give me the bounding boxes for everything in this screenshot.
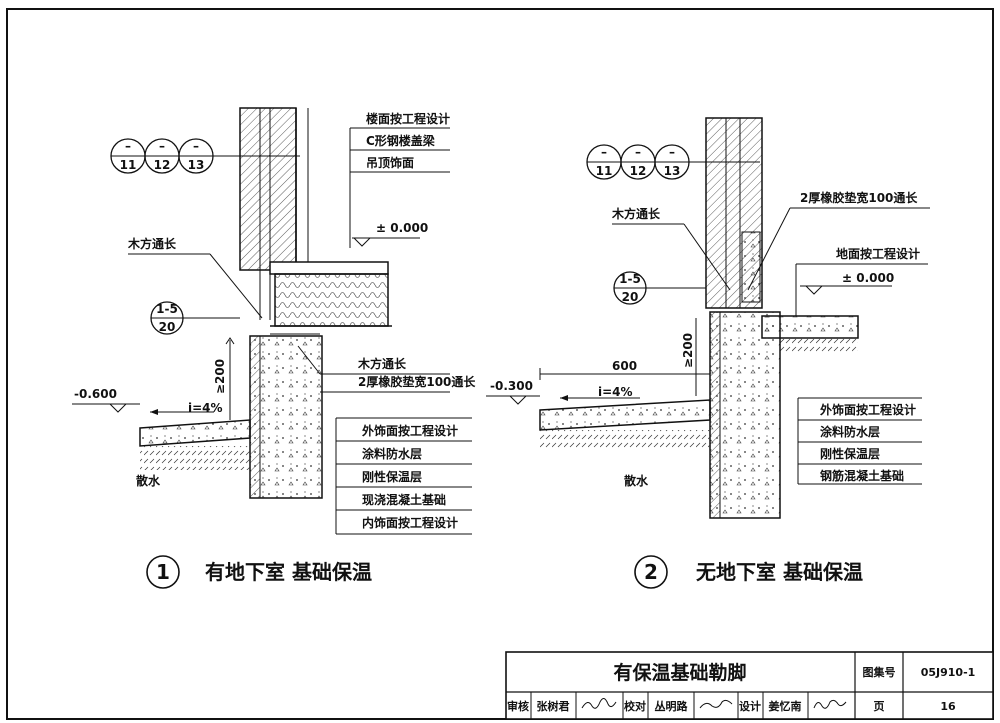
apron-2 bbox=[539, 399, 711, 431]
label-finish-int-1: 内饰面按工程设计 bbox=[362, 515, 458, 530]
label-joist-1: C形钢楼盖梁 bbox=[366, 133, 435, 148]
floor-slab-1 bbox=[269, 261, 389, 275]
label-rigid-insul-2: 刚性保温层 bbox=[820, 446, 880, 461]
sheet-border bbox=[6, 8, 994, 720]
review-label: 审核 bbox=[507, 699, 529, 713]
wall-upper-1 bbox=[239, 107, 297, 271]
detail-2: – – – 11 12 13 1-5 20 木方通长 2厚橡胶垫宽100通长 地… bbox=[486, 117, 930, 589]
detail-1-number: 1 bbox=[156, 560, 170, 584]
elevation-ground-1: -0.600 bbox=[74, 387, 117, 401]
detail-1: – – – 11 12 13 1-5 20 楼面按工程设计 C形钢楼盖梁 吊顶饰… bbox=[72, 107, 476, 589]
apron-label-1: 散水 bbox=[136, 473, 161, 488]
ref-1-dash-c: – bbox=[193, 139, 199, 153]
page-label: 页 bbox=[874, 700, 885, 713]
ref-2-b: 12 bbox=[630, 164, 647, 178]
label-rigid-insul-1: 刚性保温层 bbox=[362, 469, 422, 484]
label-finish-ext-2: 外饰面按工程设计 bbox=[820, 402, 916, 417]
slope-1: i=4% bbox=[188, 401, 223, 415]
dim-200-2: ≥200 bbox=[681, 333, 695, 368]
foundation-1 bbox=[249, 335, 323, 499]
label-rubber-1: 2厚橡胶垫宽100通长 bbox=[358, 374, 476, 389]
design-label: 设计 bbox=[739, 699, 761, 713]
ref-1-dash-b: – bbox=[159, 139, 165, 153]
label-foundation-2: 钢筋混凝土基础 bbox=[820, 468, 904, 483]
label-waterproof-2: 涂料防水层 bbox=[820, 424, 880, 439]
detail-ref-2-bottom: 20 bbox=[622, 290, 639, 304]
detail-ref-1-top: 1-5 bbox=[156, 302, 178, 316]
elevation-ground-2: -0.300 bbox=[490, 379, 533, 393]
label-ceiling-1: 吊顶饰面 bbox=[366, 155, 414, 170]
checker-name: 丛明路 bbox=[655, 699, 689, 713]
elevation-floor-2: ± 0.000 bbox=[842, 271, 894, 285]
ref-2-dash-c: – bbox=[669, 145, 675, 159]
ref-bubbles-1: – – – 11 12 13 bbox=[110, 138, 300, 174]
title-block: 有保温基础勒脚 图集号 05J910-1 审核 张树君 校对 丛明路 设计 姜忆… bbox=[505, 651, 994, 720]
detail-2-caption: 无地下室 基础保温 bbox=[696, 560, 863, 584]
floor-insulation-1 bbox=[274, 273, 389, 327]
label-ground-floor-2: 地面按工程设计 bbox=[836, 246, 920, 261]
ref-bubbles-2: – – – 11 12 13 bbox=[586, 144, 760, 180]
label-rubber-2: 2厚橡胶垫宽100通长 bbox=[800, 190, 918, 205]
detail-1-caption: 有地下室 基础保温 bbox=[205, 560, 372, 584]
designer-signature bbox=[813, 699, 847, 709]
ref-2-c: 13 bbox=[664, 164, 681, 178]
ref-1-c: 13 bbox=[188, 158, 205, 172]
detail-ref-1-bottom: 20 bbox=[159, 320, 176, 334]
ref-1-a: 11 bbox=[120, 158, 137, 172]
drawing-title: 有保温基础勒脚 bbox=[613, 661, 746, 684]
label-floor-1: 楼面按工程设计 bbox=[366, 111, 450, 126]
apron-1 bbox=[139, 419, 251, 447]
designer-name: 姜忆南 bbox=[769, 699, 802, 713]
page-number: 16 bbox=[940, 700, 956, 713]
ref-1-b: 12 bbox=[154, 158, 171, 172]
dim-200-1: ≥200 bbox=[213, 359, 227, 394]
soil-2 bbox=[540, 430, 710, 448]
label-waterproof-1: 涂料防水层 bbox=[362, 446, 422, 461]
reviewer-name: 张树君 bbox=[537, 699, 570, 713]
slope-2: i=4% bbox=[598, 385, 633, 399]
foundation-2 bbox=[709, 311, 781, 519]
elevation-floor-1: ± 0.000 bbox=[376, 221, 428, 235]
label-timber-mid-1: 木方通长 bbox=[357, 356, 407, 371]
ref-2-dash-a: – bbox=[601, 145, 607, 159]
label-timber-2: 木方通长 bbox=[611, 206, 661, 221]
detail-2-number: 2 bbox=[644, 560, 658, 584]
apron-label-2: 散水 bbox=[624, 473, 649, 488]
checker-signature bbox=[699, 699, 733, 709]
label-timber-top-1: 木方通长 bbox=[127, 236, 177, 251]
ref-2-a: 11 bbox=[596, 164, 613, 178]
label-foundation-1: 现浇混凝土基础 bbox=[362, 492, 446, 507]
detail-ref-2-top: 1-5 bbox=[619, 272, 641, 286]
reviewer-signature bbox=[581, 698, 617, 709]
dim-600-2: 600 bbox=[612, 359, 637, 373]
atlas-label: 图集号 bbox=[863, 665, 896, 679]
atlas-number: 05J910-1 bbox=[921, 666, 976, 679]
ref-2-dash-b: – bbox=[635, 145, 641, 159]
check-label: 校对 bbox=[624, 699, 646, 713]
ref-1-dash-a: – bbox=[125, 139, 131, 153]
label-finish-ext-1: 外饰面按工程设计 bbox=[362, 423, 458, 438]
soil-1 bbox=[140, 446, 250, 470]
